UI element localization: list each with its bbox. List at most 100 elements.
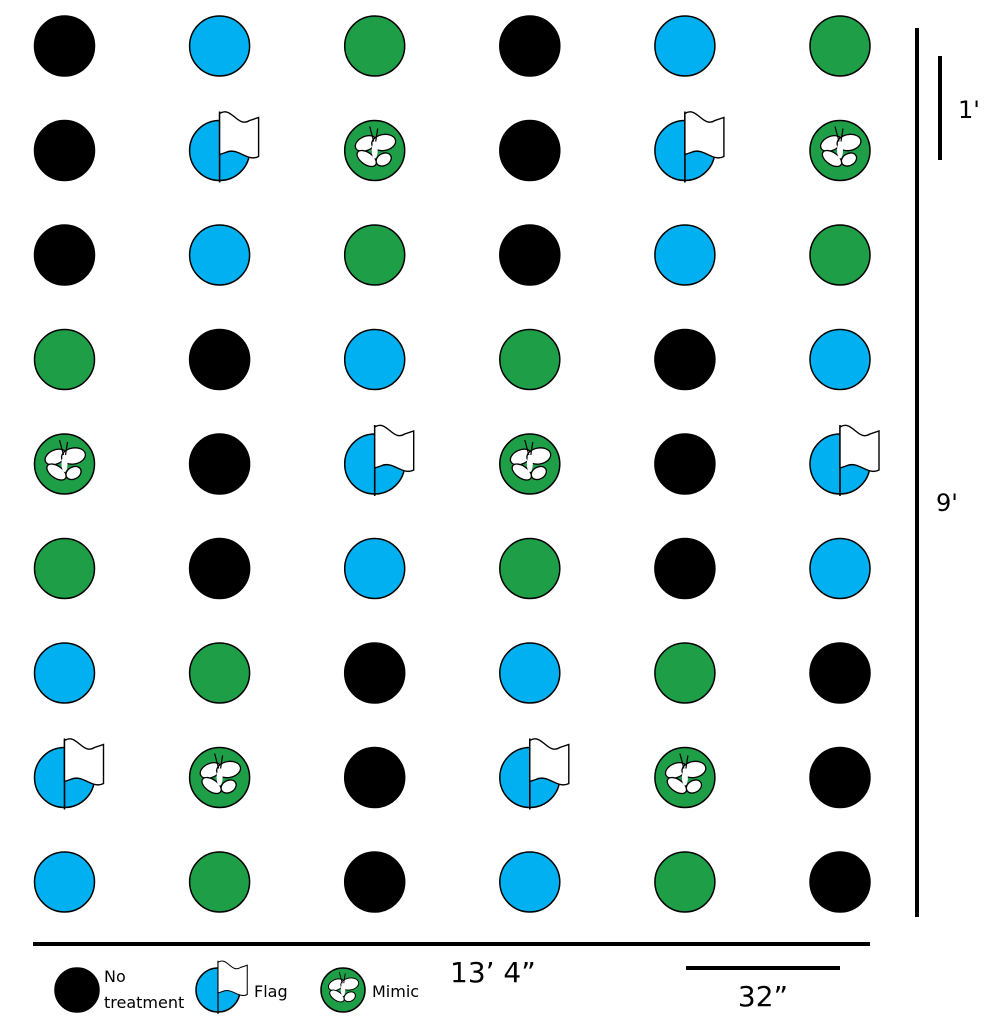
plant-none <box>33 15 96 77</box>
butterfly-wing <box>530 465 547 481</box>
plant-circle <box>188 537 251 600</box>
plant-none <box>654 433 716 495</box>
plant-circle <box>654 224 716 286</box>
plant-flag-marked <box>195 960 248 1014</box>
butterfly-wing <box>836 133 862 152</box>
plant-mimic <box>343 224 406 286</box>
plant-circle <box>499 642 561 704</box>
plant-circle <box>343 851 406 913</box>
spacing-scale-label: 32” <box>738 980 788 1013</box>
butterfly-mimic-icon <box>327 971 360 1003</box>
height-dimension-label: 9' <box>936 489 958 517</box>
plant-circle <box>188 224 251 286</box>
plant-none <box>654 537 716 600</box>
butterfly-antenna <box>834 126 840 142</box>
plant-mimic <box>654 851 716 913</box>
legend: No treatment Flag Mimic <box>54 960 419 1014</box>
plant-none <box>188 433 251 495</box>
butterfly-body <box>371 142 378 159</box>
plant-circle <box>33 642 96 704</box>
butterfly-wing <box>340 977 360 991</box>
butterfly-antenna <box>530 441 534 456</box>
butterfly-body <box>216 769 223 786</box>
plant-circle <box>654 851 716 913</box>
plant-flag <box>499 851 561 913</box>
plant-flag-marked <box>188 111 260 183</box>
butterfly-wing <box>371 133 397 152</box>
plant-flag-marked <box>809 424 880 496</box>
plant-circle <box>33 224 96 286</box>
plant-circle <box>809 328 871 391</box>
butterfly-body <box>340 984 346 996</box>
plant-none <box>809 642 871 704</box>
plant-circle <box>809 851 871 913</box>
plant-flag <box>343 328 406 391</box>
plant-circle <box>33 119 96 182</box>
plant-circle <box>188 851 251 913</box>
plant-circle <box>33 328 96 391</box>
butterfly-mimic-icon <box>664 753 707 795</box>
plant-mimic <box>654 642 716 704</box>
flag-icon <box>374 424 415 473</box>
plant-circle <box>499 15 561 77</box>
plant-circle <box>343 746 406 809</box>
plant-circle <box>809 746 871 809</box>
plant-circle <box>188 328 251 391</box>
plant-circle <box>809 642 871 704</box>
butterfly-wing <box>329 989 345 1003</box>
flag-icon <box>63 738 105 786</box>
butterfly-antenna <box>679 753 685 769</box>
flag-icon <box>529 738 570 786</box>
legend-flag-label: Flag <box>254 982 288 1001</box>
plant-circle <box>188 15 251 77</box>
butterfly-body <box>61 456 68 472</box>
butterfly-wing <box>526 447 552 465</box>
legend-flag-symbol <box>195 960 248 1014</box>
butterfly-antenna <box>343 973 346 984</box>
plant-flag-marked <box>499 738 570 810</box>
plant-mimic <box>343 15 406 77</box>
butterfly-antenna <box>338 971 343 984</box>
plant-none <box>499 15 561 77</box>
plant-mimic-marked <box>654 746 716 809</box>
plant-circle <box>343 642 406 704</box>
plant-none <box>54 967 100 1013</box>
plant-mimic-marked <box>188 746 251 809</box>
plant-circle <box>809 224 871 286</box>
plant-mimic <box>188 642 251 704</box>
legend-mimic-symbol <box>320 967 366 1013</box>
butterfly-mimic-icon <box>354 126 397 168</box>
plant-circle <box>809 15 871 77</box>
butterfly-wing <box>343 991 356 1003</box>
plant-mimic <box>809 15 871 77</box>
butterfly-antenna <box>685 755 689 769</box>
flag-icon <box>684 111 725 159</box>
plant-flag <box>188 224 251 286</box>
plant-circle <box>343 15 406 77</box>
plant-flag <box>809 537 871 600</box>
plant-circle <box>33 15 96 77</box>
plant-none <box>809 851 871 913</box>
plant-circle <box>499 119 561 182</box>
plant-circle <box>33 537 96 600</box>
plant-none <box>343 642 406 704</box>
plant-circle <box>343 537 406 600</box>
butterfly-wing <box>375 152 392 167</box>
plant-none <box>33 119 96 182</box>
butterfly-wing <box>216 760 242 779</box>
flag-icon <box>839 424 880 473</box>
plant-circle <box>188 433 251 495</box>
butterfly-wing <box>666 776 688 795</box>
plant-mimic <box>33 328 96 391</box>
plant-mimic-marked <box>809 119 871 182</box>
butterfly-wing <box>821 149 843 168</box>
plant-none <box>809 746 871 809</box>
plant-none <box>343 851 406 913</box>
legend-no-treatment-label-line1: No <box>104 967 126 986</box>
plant-none <box>654 328 716 391</box>
butterfly-antenna <box>220 755 224 769</box>
butterfly-mimic-icon <box>509 439 552 481</box>
butterfly-wing <box>685 779 703 794</box>
plant-circle <box>343 224 406 286</box>
